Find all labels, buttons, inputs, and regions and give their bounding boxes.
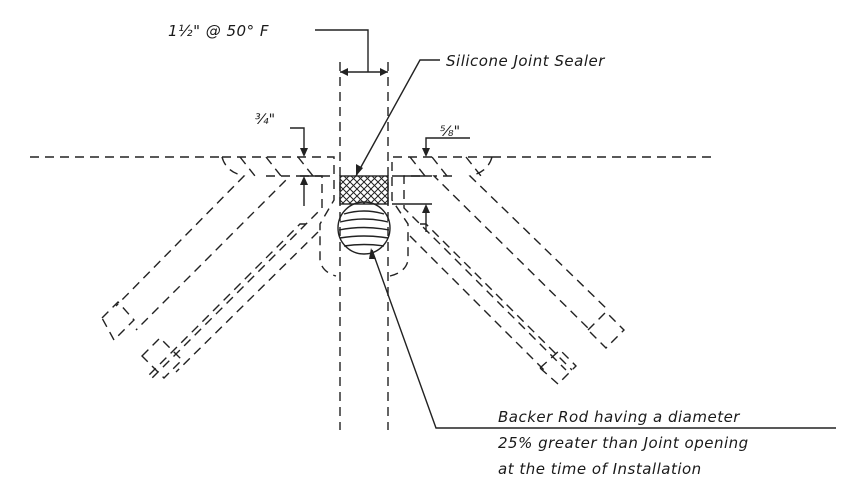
sealer-label: Silicone Joint Sealer (446, 52, 605, 70)
right-dowel-bars (389, 156, 625, 385)
silicone-sealer-block (339, 175, 389, 205)
left-depth-label: ¾" (255, 112, 275, 128)
backer-rod-label-line3: at the time of Installation (498, 460, 702, 478)
left-depth-dimension (290, 127, 330, 206)
right-depth-label: ⅝" (440, 124, 460, 140)
left-dowel-bars (101, 156, 337, 379)
joint-walls (339, 62, 389, 430)
backer-rod-label-line2: 25% greater than Joint opening (498, 434, 749, 452)
backer-rod-label-line1: Backer Rod having a diameter (498, 408, 740, 426)
sealer-leader (355, 59, 440, 177)
backer-rod (337, 201, 391, 255)
joint-width-dimension (315, 29, 388, 76)
right-depth-dimension (392, 137, 470, 232)
backer-rod-leader (369, 248, 836, 429)
joint-width-label: 1½" @ 50° F (168, 22, 269, 40)
